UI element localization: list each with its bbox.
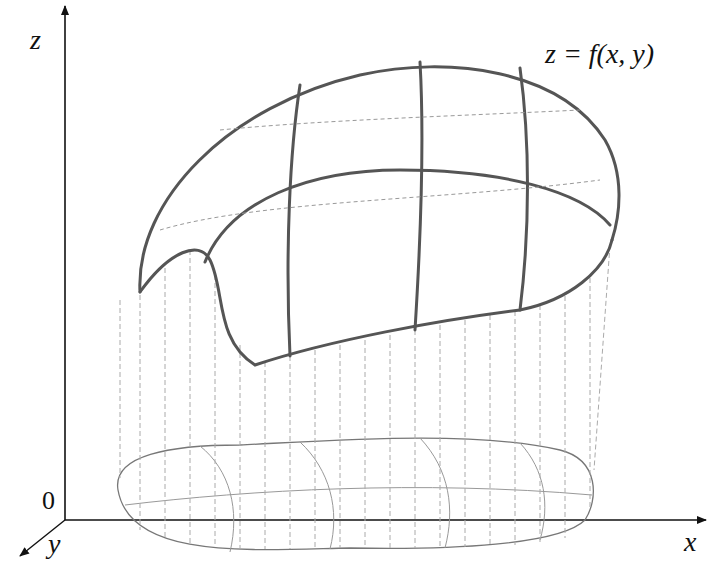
- function-label: z = f(x, y): [545, 40, 654, 68]
- origin-label: 0: [42, 488, 55, 514]
- axis-label: x: [684, 528, 696, 556]
- axis-label: z: [30, 26, 41, 54]
- axis-label: y: [48, 530, 60, 558]
